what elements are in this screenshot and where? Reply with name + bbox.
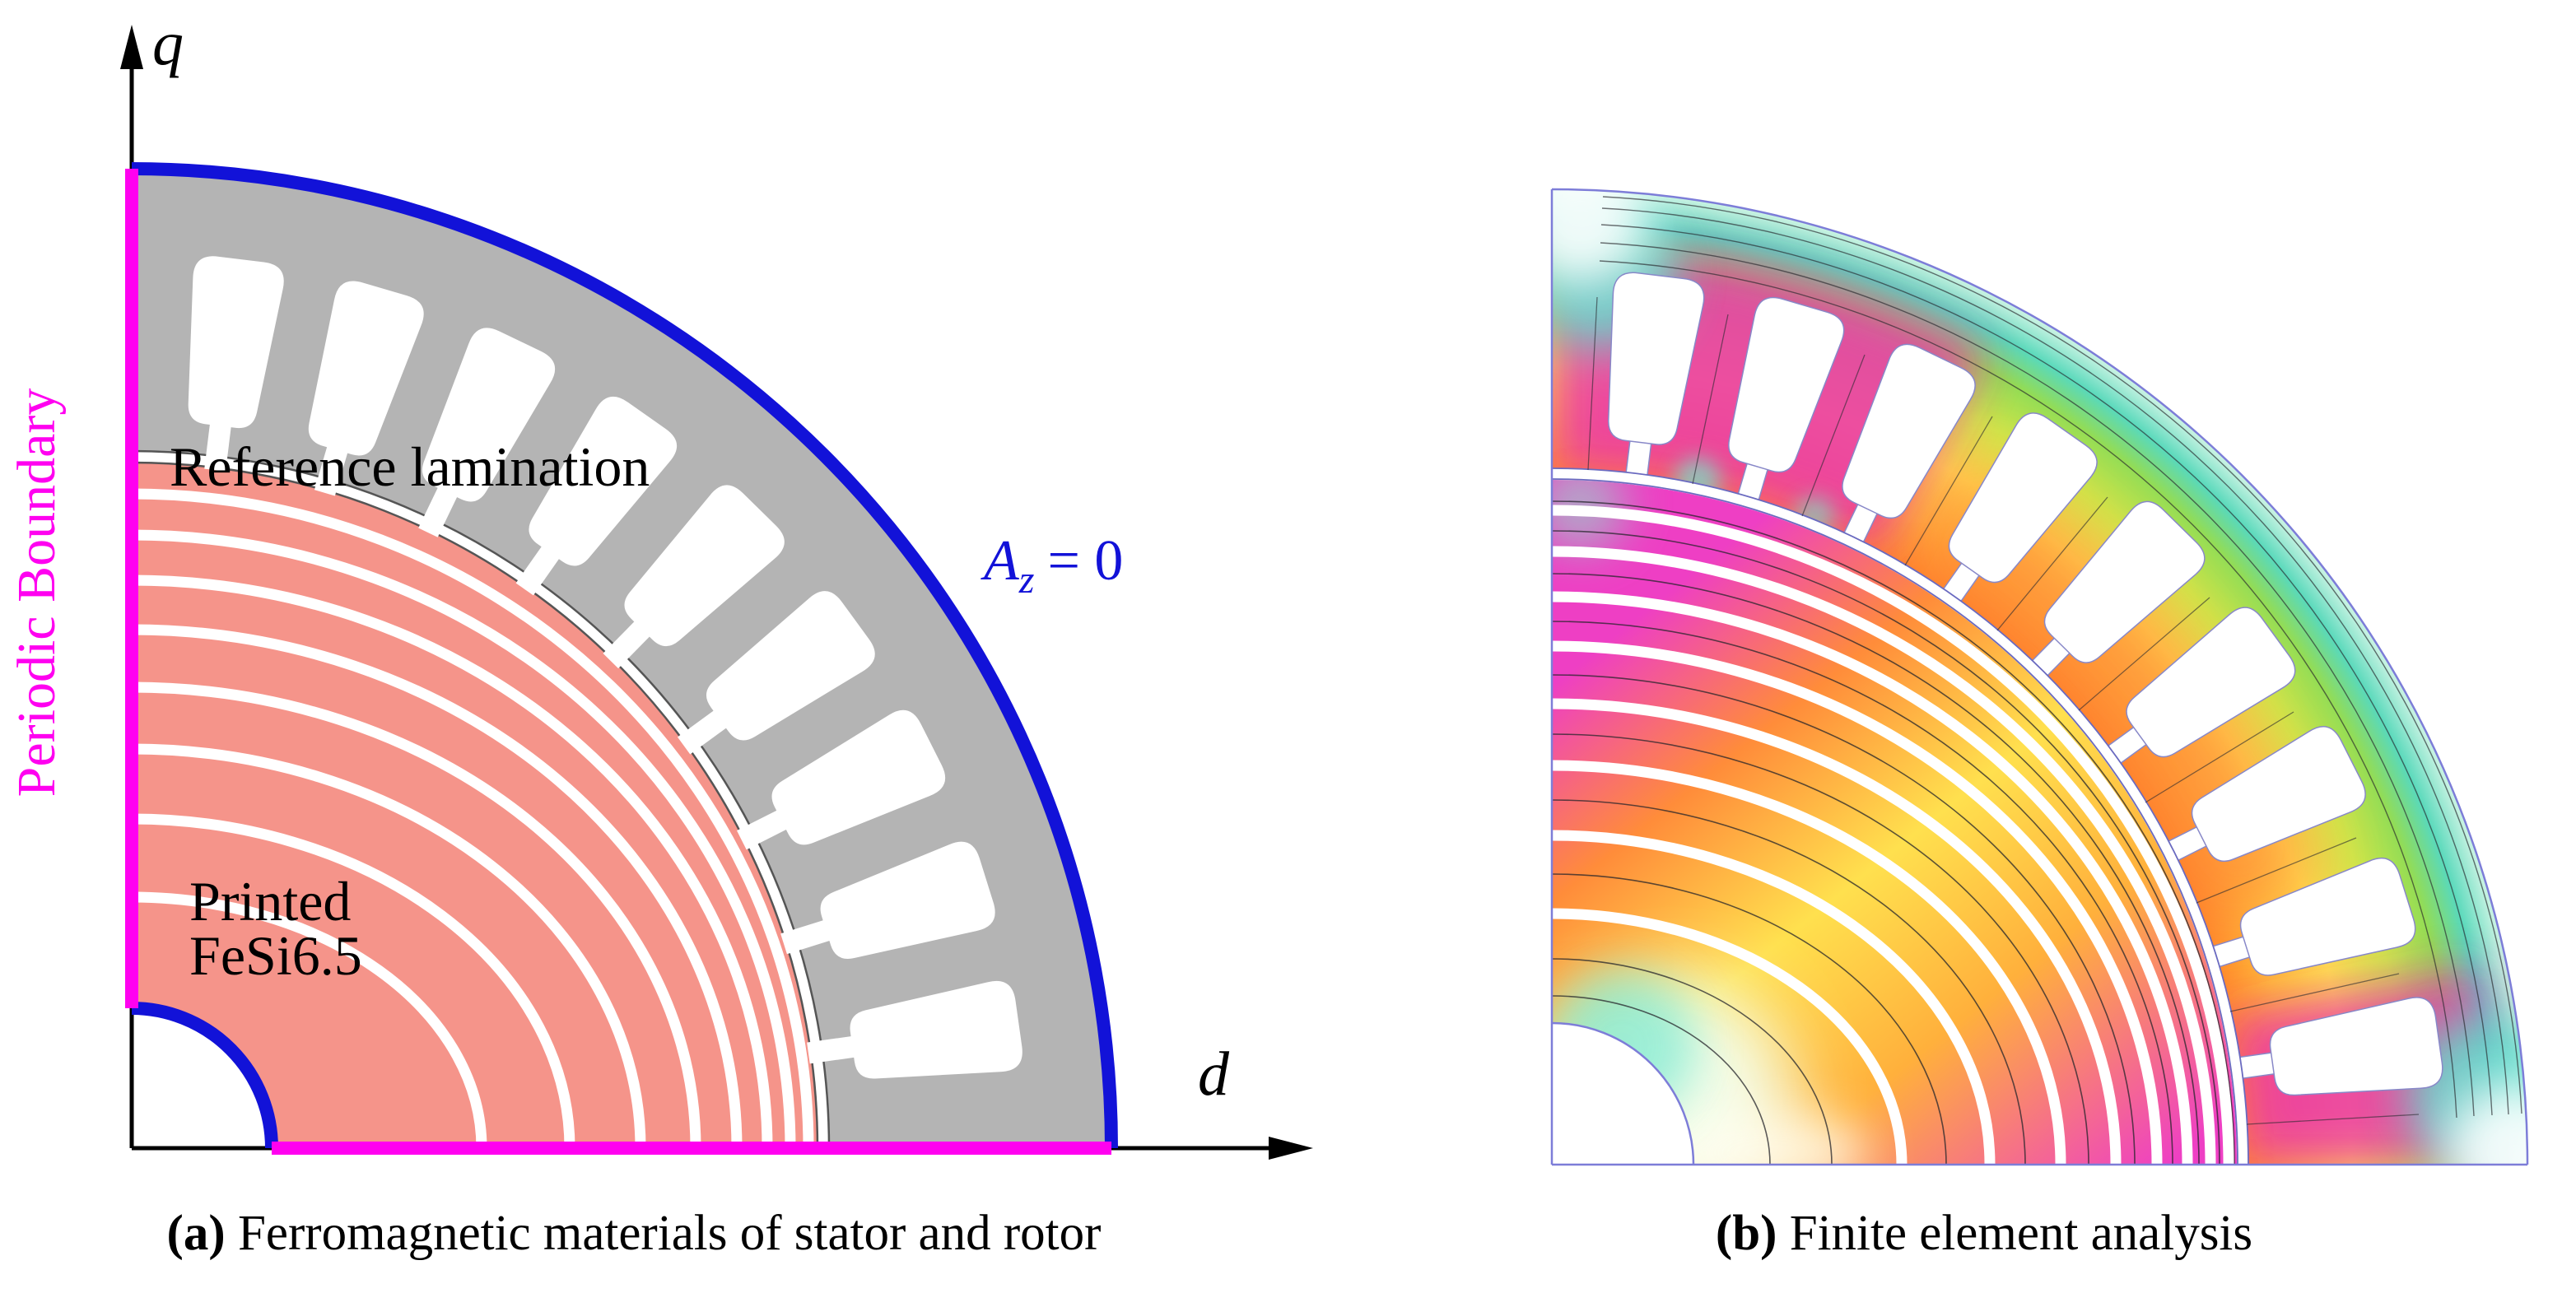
caption-a: (a) Ferromagnetic materials of stator an… — [33, 1203, 1235, 1263]
flux-line — [1551, 573, 2200, 1165]
field-coldspot-shaft-cyan — [1552, 971, 1696, 1119]
flux-line — [1587, 296, 1598, 471]
flux-barrier — [1551, 760, 2066, 1165]
flux-line — [1551, 799, 2026, 1165]
rotor-surface-line — [1551, 478, 2238, 1165]
shaft-boundary-arc — [131, 1002, 278, 1149]
d-axis-label: d — [1198, 1040, 1230, 1109]
outer-boundary-arc — [131, 162, 1118, 1149]
caption-b-marker: (b) — [1715, 1206, 1777, 1261]
stator-bore-line — [1551, 467, 2249, 1165]
flux-line — [1601, 207, 2509, 1115]
az-equals-zero: = 0 — [1047, 529, 1123, 593]
flux-barrier — [131, 488, 814, 1149]
flux-line — [1602, 196, 2522, 1114]
flux-barrier — [131, 891, 487, 1149]
flux-barrier — [131, 529, 796, 1149]
flux-line — [1904, 416, 1993, 566]
outer-boundary-line — [1551, 188, 2529, 1165]
flux-line — [1551, 995, 1771, 1165]
flux-line — [2145, 711, 2294, 803]
flux-barrier — [131, 624, 743, 1149]
flux-line — [1551, 530, 2220, 1165]
flux-line — [1551, 733, 2089, 1165]
flux-line — [1600, 224, 2493, 1116]
flux-barrier — [1551, 698, 2122, 1165]
reference-lamination-label: Reference lamination — [170, 435, 650, 498]
flux-line — [1801, 354, 1866, 517]
flux-line — [1551, 958, 1833, 1165]
flux-barrier — [131, 681, 701, 1149]
flux-barrier — [1551, 591, 2193, 1165]
flux-line — [1599, 260, 2457, 1119]
flux-line — [1551, 500, 2235, 1165]
flux-line — [1551, 621, 2173, 1165]
rotor-flux-lines — [1551, 500, 2235, 1165]
airgap — [1551, 468, 2248, 1165]
flux-line — [1551, 674, 2136, 1165]
az-subscript: z — [1018, 558, 1035, 602]
flux-line — [1551, 873, 1947, 1165]
flux-barrier — [1551, 908, 1908, 1165]
shaft-boundary-line — [1551, 1021, 1695, 1165]
rotor-flux-barriers — [1551, 505, 2234, 1165]
caption-a-text: Ferromagnetic materials of stator and ro… — [225, 1206, 1102, 1261]
flux-barrier — [131, 574, 773, 1149]
caption-b-text: Finite element analysis — [1777, 1206, 2253, 1261]
flux-line — [2196, 837, 2357, 904]
flux-line — [2246, 1114, 2420, 1125]
periodic-boundary-label: Periodic Boundary — [7, 388, 67, 798]
flux-line — [2078, 597, 2210, 711]
flux-line — [1692, 314, 1729, 485]
printed-material-label-line2: FeSi6.5 — [189, 924, 362, 987]
yoke-flux-lines — [1599, 196, 2522, 1119]
panel-b-fea-plot — [1550, 188, 2529, 1166]
flux-line — [1600, 242, 2475, 1117]
q-axis-arrow — [120, 25, 143, 69]
field-coldspot-top-corner — [1552, 189, 1651, 284]
flux-barrier — [1551, 830, 1996, 1165]
field-coldspot-bottom-corner — [2445, 1082, 2527, 1165]
caption-b: (b) Finite element analysis — [1548, 1203, 2420, 1263]
flux-line — [1996, 496, 2108, 631]
az-zero-label: Az = 0 — [981, 529, 1123, 602]
flux-barrier — [1551, 546, 2216, 1165]
rotor-region — [132, 461, 819, 1148]
flux-line — [2229, 973, 2400, 1012]
q-axis-label: q — [152, 9, 184, 78]
printed-material-label-line1: Printed — [189, 870, 351, 933]
az-variable: A — [981, 529, 1019, 593]
panel-a-diagram: q d Periodic Boundary Az = 0 Reference la… — [7, 9, 1313, 1160]
flux-barrier — [1551, 640, 2163, 1165]
flux-barrier — [131, 743, 646, 1149]
tooth-flux-lines — [1587, 296, 2420, 1125]
flux-barrier — [1551, 505, 2234, 1165]
flux-barrier — [131, 813, 575, 1149]
d-axis-arrow — [1269, 1137, 1313, 1160]
caption-a-marker: (a) — [166, 1206, 226, 1261]
rotor-flux-barriers — [131, 488, 814, 1149]
